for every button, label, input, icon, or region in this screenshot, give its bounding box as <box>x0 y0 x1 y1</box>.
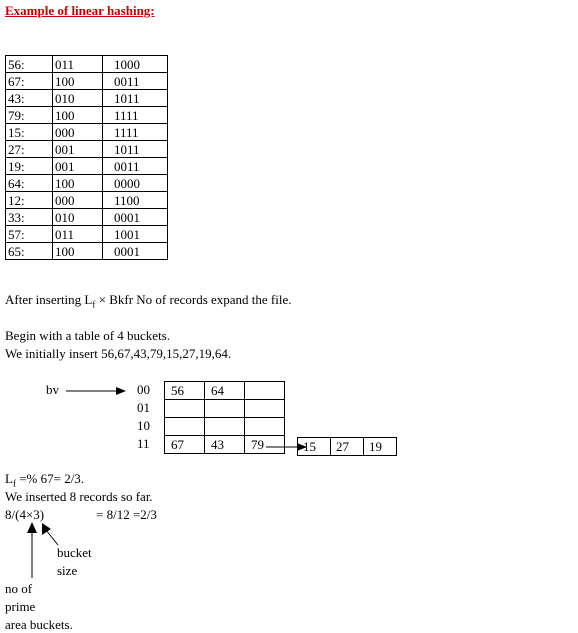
bucket-size-label-line1: bucket <box>57 545 92 560</box>
bv-arrow-icon <box>66 387 126 395</box>
formula-right: = 8/12 =2/3 <box>96 507 157 522</box>
prime-buckets-label-line3: area buckets. <box>5 617 73 632</box>
bucket-size-arrow-icon <box>42 523 59 546</box>
bucket-address-00: 00 <box>137 382 150 397</box>
page-title: Example of linear hashing: <box>5 3 155 18</box>
hash-low-bits-cell: 0001 <box>102 242 168 260</box>
bucket-slot: 79 <box>244 435 285 454</box>
overflow-slot: 15 <box>297 437 331 456</box>
prime-buckets-label-line1: no of <box>5 581 33 596</box>
overflow-slot: 19 <box>363 437 397 456</box>
insert-paragraph: After inserting Lf × Bkfr No of records … <box>5 292 292 313</box>
prime-buckets-label-line2: prime <box>5 599 36 614</box>
hash-low-bits-cell: 1111 <box>102 123 168 141</box>
load-factor-symbol: L <box>5 471 13 486</box>
hash-low-bits-cell: 0000 <box>102 174 168 192</box>
key-cell: 65: <box>5 242 53 260</box>
load-factor-line: Lf =% 67= 2/3. <box>5 471 84 492</box>
initial-insert-paragraph: We initially insert 56,67,43,79,15,27,19… <box>5 346 232 361</box>
hash-low-bits-cell: 0011 <box>102 157 168 175</box>
hash-high-bits-cell: 011 <box>52 55 103 73</box>
overflow-arrow-icon <box>266 443 307 451</box>
insert-subscript: f <box>92 299 96 310</box>
bucket-address-01: 01 <box>137 400 150 415</box>
bv-label: bv <box>46 382 59 397</box>
insert-text-before: After inserting L <box>5 292 93 307</box>
formula-left: 8/(4×3) <box>5 507 45 522</box>
bucket-row <box>164 399 285 418</box>
hash-high-bits-cell: 010 <box>52 89 103 107</box>
insert-text-after: × Bkfr No of records expand the file. <box>95 292 292 307</box>
bucket-address-11: 11 <box>137 436 150 451</box>
load-factor-expression: =% 67= 2/3. <box>15 471 85 486</box>
begin-paragraph: Begin with a table of 4 buckets. <box>5 328 170 343</box>
hash-low-bits-cell: 0011 <box>102 72 168 90</box>
bucket-address-10: 10 <box>137 418 150 433</box>
hash-high-bits-cell: 100 <box>52 174 103 192</box>
hash-high-bits-cell: 001 <box>52 157 103 175</box>
inserted-note: We inserted 8 records so far. <box>5 489 153 504</box>
bucket-size-label-line2: size <box>57 563 78 578</box>
hash-low-bits-cell: 1100 <box>102 191 168 209</box>
overflow-slot: 27 <box>330 437 364 456</box>
hash-low-bits-cell: 1001 <box>102 225 168 243</box>
hash-low-bits-cell: 1011 <box>102 89 168 107</box>
prime-buckets-arrow-icon <box>27 522 37 578</box>
load-factor-subscript: f <box>12 478 16 489</box>
